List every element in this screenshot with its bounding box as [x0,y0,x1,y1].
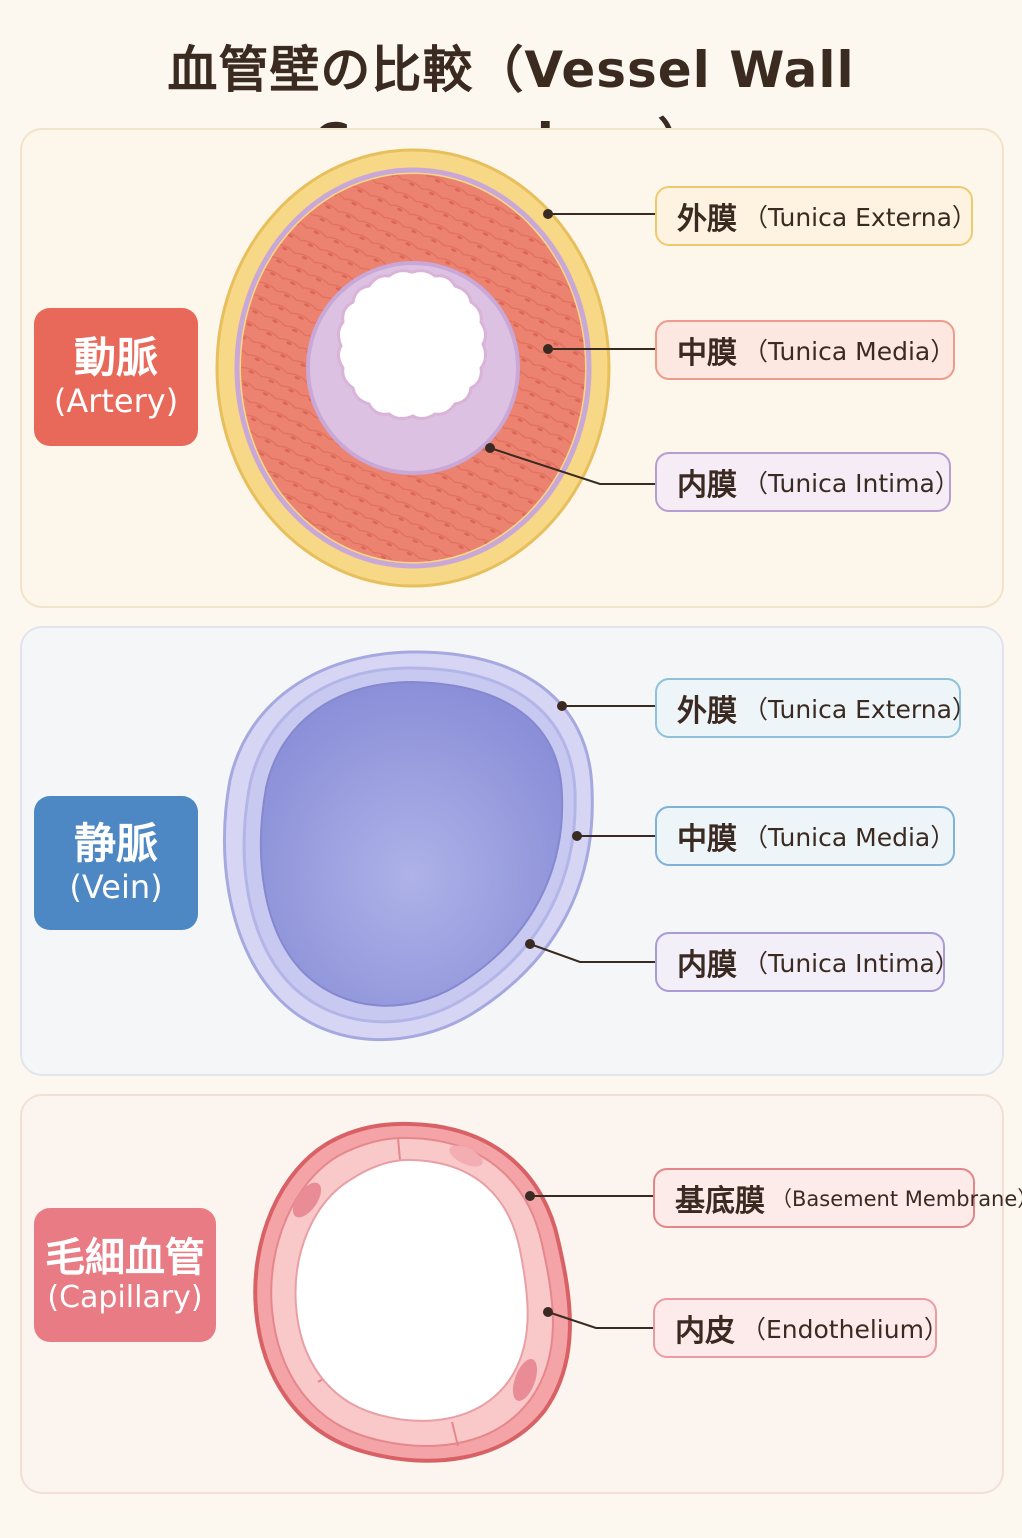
vein-badge: 静脈 (Vein) [34,796,198,930]
capillary-endothelium-label: 内皮 （Endothelium） [653,1298,949,1358]
artery-name-en: (Artery) [53,381,179,420]
vein-lumen [259,680,564,1007]
capillary-name-jp: 毛細血管 [45,1234,205,1281]
artery-name-jp: 動脈 [73,333,158,383]
capillary-badge: 毛細血管 (Capillary) [34,1208,216,1342]
capillary-nucleus [292,1182,322,1218]
label-en: （Endothelium） [741,1315,949,1344]
label-en: （Tunica Intima） [743,469,960,498]
vein-intima-label: 内膜 （Tunica Intima） [655,932,960,992]
vein-externa-label: 外膜 （Tunica Externa） [655,678,977,738]
artery-media-label: 中膜 （Tunica Media） [655,320,955,380]
label-en: （Tunica Intima） [743,949,960,978]
vein-media-label: 中膜 （Tunica Media） [655,806,955,866]
label-en: （Tunica Media） [743,337,956,366]
label-en: （Tunica Externa） [743,695,977,724]
label-en: （Tunica Media） [743,823,956,852]
label-jp: 中膜 [677,822,737,857]
vein-name-en: (Vein) [69,867,163,906]
vein-intima-leader [529,943,655,963]
capillary-name-en: (Capillary) [47,1279,203,1315]
capillary-nucleus [449,1145,483,1167]
capillary-basement-label: 基底膜 （Basement Membrane） [653,1168,1022,1228]
artery-externa-label: 外膜 （Tunica Externa） [655,186,977,246]
capillary-cell-junction [397,1137,401,1161]
label-jp: 外膜 [677,694,737,729]
capillary-cell-junction [451,1421,459,1447]
vein-diagram [222,650,655,1042]
capillary-nucleus [512,1359,538,1401]
artery-lumen [336,269,488,421]
artery-externa-inner-line [234,167,592,569]
label-en: （Tunica Externa） [743,203,977,232]
label-jp: 内膜 [677,468,737,503]
label-jp: 基底膜 [675,1184,765,1219]
label-en: （Basement Membrane） [771,1187,1022,1211]
capillary-endothelium-leader [547,1311,653,1329]
artery-diagram [215,148,655,588]
label-jp: 内皮 [675,1314,735,1349]
vein-name-jp: 静脈 [73,819,158,869]
label-jp: 中膜 [677,336,737,371]
capillary-diagram [253,1121,653,1463]
artery-intima-label: 内膜 （Tunica Intima） [655,452,960,512]
capillary-lumen [294,1158,529,1422]
artery-badge: 動脈 (Artery) [34,308,198,446]
label-jp: 内膜 [677,948,737,983]
artery-intima-leader [489,447,655,485]
label-jp: 外膜 [677,202,737,237]
